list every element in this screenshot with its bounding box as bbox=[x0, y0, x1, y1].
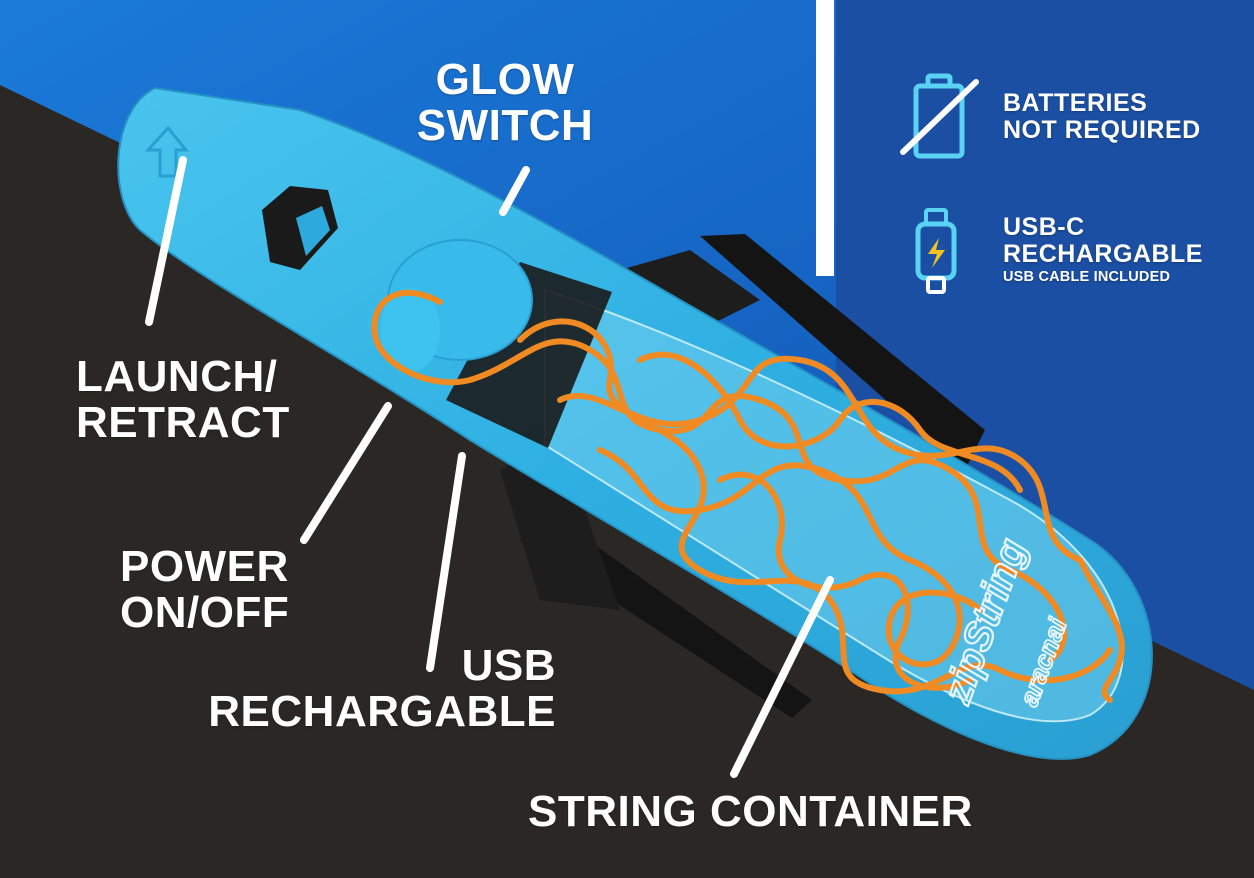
string-container-pointer bbox=[730, 576, 834, 778]
power-on-off-label: POWER ON/OFF bbox=[120, 542, 290, 637]
feature-batteries-line1: BATTERIES bbox=[1003, 89, 1148, 117]
feature-usb-c-line1: USB-C bbox=[1003, 213, 1085, 241]
panel-divider bbox=[816, 0, 834, 276]
feature-batteries-line2: NOT REQUIRED bbox=[1003, 116, 1201, 144]
feature-usb-c-subtitle: USB CABLE INCLUDED bbox=[1003, 269, 1171, 285]
launch-retract-pointer bbox=[145, 156, 187, 326]
string-container-label: STRING CONTAINER bbox=[528, 787, 973, 836]
feature-usb-c-line2: RECHARGABLE bbox=[1003, 240, 1203, 268]
wrist-strap bbox=[500, 234, 985, 718]
glow-switch-label: GLOW SWITCH bbox=[416, 55, 594, 150]
feature-batteries: BATTERIES NOT REQUIRED bbox=[1003, 90, 1201, 144]
orange-string bbox=[371, 289, 1125, 703]
callout-lines bbox=[145, 156, 834, 778]
feature-usb-c: USB-C RECHARGABLE USB CABLE INCLUDED bbox=[1003, 214, 1203, 286]
power-pointer bbox=[300, 402, 392, 544]
usb-c-charging-icon bbox=[915, 208, 957, 294]
usb-rechargable-label: USB RECHARGABLE bbox=[208, 641, 556, 736]
crossed-battery-icon bbox=[900, 73, 979, 159]
usb-pointer bbox=[426, 452, 466, 672]
glow-switch-pointer bbox=[499, 166, 530, 216]
launch-retract-label: LAUNCH/ RETRACT bbox=[76, 352, 290, 447]
